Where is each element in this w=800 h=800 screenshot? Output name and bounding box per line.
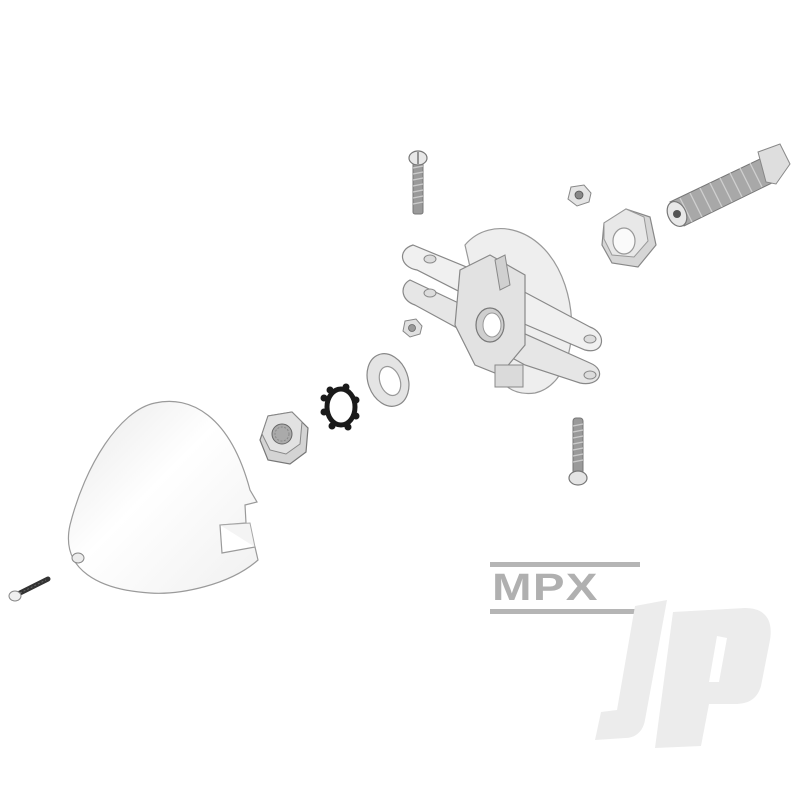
small-nut-upper [565,184,593,208]
spinner-screw [4,572,52,606]
mpx-logo: MPX [490,562,640,614]
bottom-screw [563,414,593,490]
jp-watermark-logo [595,600,775,750]
mpx-logo-top-bar [490,562,640,567]
spinner-cone [60,395,270,600]
hex-nut [256,410,312,468]
flat-washer [364,350,416,412]
large-hex-nut [598,205,660,271]
small-nut-lower [400,318,424,338]
mpx-logo-bottom-bar [490,609,640,614]
top-screw [403,148,433,218]
star-lock-washer [318,382,364,432]
mpx-logo-text: MPX [492,567,599,609]
collet-adapter [662,140,792,232]
hub-backplate [395,215,615,400]
